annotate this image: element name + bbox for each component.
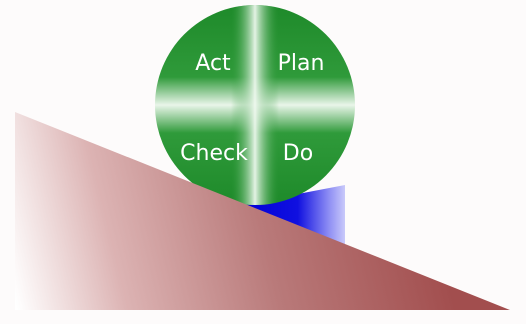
wheel-label-plan: Plan — [278, 51, 325, 76]
wheel-label-do: Do — [283, 141, 313, 166]
wheel-label-check: Check — [180, 141, 248, 166]
wheel-label-act: Act — [195, 51, 231, 76]
pdca-wheel: Act Plan Check Do — [155, 5, 355, 205]
